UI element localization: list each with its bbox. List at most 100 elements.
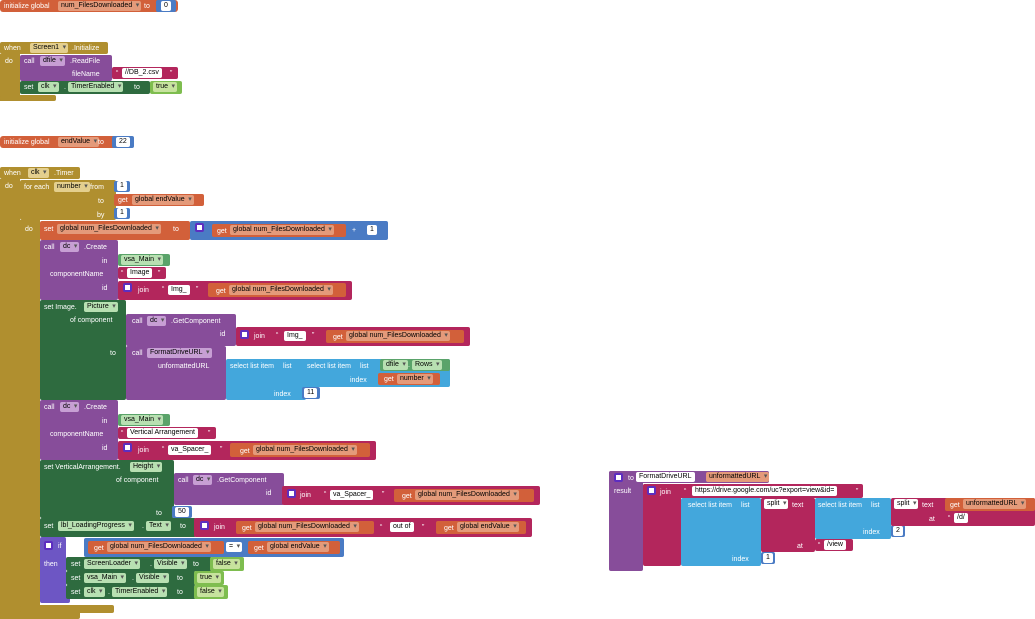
number-value-field[interactable]: 0 [161, 1, 171, 11]
mutator-gear-icon[interactable] [44, 541, 53, 550]
number-dropdown[interactable]: number [397, 374, 433, 384]
equals-operator-dropdown[interactable]: = [226, 542, 243, 552]
global-var-dropdown[interactable]: global num_FilesDownloaded [57, 224, 161, 234]
timer-enabled-dropdown[interactable]: TimerEnabled [112, 587, 168, 597]
get-label: get [216, 288, 226, 295]
vsa-main-dropdown[interactable]: vsa_Main [121, 415, 163, 425]
picture-dropdown[interactable]: Picture [84, 302, 118, 312]
timer-enabled-dropdown[interactable]: TimerEnabled [68, 82, 124, 92]
true-dropdown[interactable]: true [153, 82, 178, 92]
global-var-dropdown[interactable]: global num_FilesDownloaded [253, 445, 357, 455]
filename-text-field[interactable]: //DB_2.csv [122, 68, 162, 78]
select-list-item-block[interactable] [815, 498, 891, 539]
vsa-main-dropdown[interactable]: vsa_Main [121, 255, 163, 265]
false-dropdown[interactable]: false [197, 587, 224, 597]
mutator-gear-icon[interactable] [614, 473, 623, 482]
select-list-item-block[interactable] [681, 498, 761, 566]
mutator-gear-icon[interactable] [287, 489, 296, 498]
clk-dropdown[interactable]: clk [38, 82, 59, 92]
id-label: id [220, 331, 226, 338]
out-of-text-field[interactable]: out of [390, 522, 414, 532]
false-dropdown[interactable]: false [213, 559, 240, 569]
image-text-field[interactable]: Image [127, 268, 153, 278]
vsa-main-dropdown[interactable]: vsa_Main [84, 573, 126, 583]
global-var-dropdown[interactable]: global num_FilesDownloaded [229, 285, 333, 295]
img-prefix-field[interactable]: Img_ [168, 285, 190, 295]
clk-dropdown[interactable]: clk [84, 587, 105, 597]
va-prefix-field[interactable]: va_Spacer_ [330, 490, 374, 500]
endvalue-dropdown[interactable]: global endValue [132, 195, 194, 205]
index-value-field[interactable]: 11 [304, 388, 318, 398]
endvalue-dropdown[interactable]: global endValue [457, 522, 519, 532]
mutator-gear-icon[interactable] [195, 223, 204, 232]
index-value-field[interactable]: 1 [763, 553, 773, 563]
to-label: to [98, 139, 104, 146]
split-view-text-field[interactable]: /view [824, 540, 846, 550]
call-label: call [44, 244, 55, 251]
dfile-dropdown[interactable]: dfile [40, 56, 65, 66]
loop-var-field[interactable]: number [54, 182, 90, 192]
call-getcomponent-block[interactable] [126, 314, 236, 346]
global-var-dropdown[interactable]: global num_FilesDownloaded [415, 490, 519, 500]
select-list-item-block[interactable] [226, 359, 306, 400]
screen-dropdown[interactable]: Screen1 [30, 43, 69, 53]
dfile-dropdown[interactable]: dfile [383, 360, 408, 370]
url-text-field[interactable]: https://drive.google.com/uc?export=view&… [692, 486, 838, 496]
global-var-dropdown[interactable]: global num_FilesDownloaded [107, 542, 211, 552]
true-dropdown[interactable]: true [197, 573, 222, 583]
dc-dropdown[interactable]: dc [60, 242, 80, 252]
mutator-gear-icon[interactable] [200, 521, 209, 530]
endvalue-dropdown[interactable]: global endValue [267, 542, 329, 552]
quote-open: “ [162, 286, 165, 293]
set-image-picture-block[interactable] [40, 300, 126, 400]
dc-dropdown[interactable]: dc [193, 475, 213, 485]
mutator-gear-icon[interactable] [647, 486, 656, 495]
screenloader-dropdown[interactable]: ScreenLoader [84, 559, 140, 569]
procedure-dropdown[interactable]: FormatDriveURL [147, 348, 212, 358]
va-prefix-field[interactable]: va_Spacer_ [168, 445, 212, 455]
quote-close: ” [220, 446, 223, 453]
if-footer [40, 597, 70, 603]
label-dropdown[interactable]: lbl_LoadingProgress [58, 521, 134, 531]
global-var-dropdown[interactable]: global num_FilesDownloaded [255, 522, 359, 532]
id-label: id [266, 490, 272, 497]
quote-open: “ [380, 524, 383, 531]
height-value-field[interactable]: 50 [175, 507, 189, 517]
height-dropdown[interactable]: Height [130, 462, 163, 472]
from-value-field[interactable]: 1 [117, 181, 127, 191]
call-readfile-block[interactable] [20, 55, 112, 81]
rows-dropdown[interactable]: Rows [412, 360, 442, 370]
mutator-gear-icon[interactable] [240, 330, 249, 339]
get-label: get [950, 502, 960, 509]
visible-dropdown[interactable]: Visible [136, 573, 169, 583]
va-text-field[interactable]: Vertical Arrangement [127, 428, 198, 438]
global-var-name-field[interactable]: num_FilesDownloaded [58, 1, 142, 11]
text-prop-dropdown[interactable]: Text [146, 521, 171, 531]
of-component-label: of component [116, 477, 159, 484]
split-d-text-field[interactable]: /d/ [954, 513, 968, 523]
index-value-field[interactable]: 2 [893, 526, 903, 536]
by-value-field[interactable]: 1 [117, 208, 127, 218]
split-dropdown[interactable]: split [764, 499, 789, 509]
mutator-gear-icon[interactable] [123, 283, 132, 292]
img-prefix-field[interactable]: Img_ [284, 331, 306, 341]
get-label: get [333, 334, 343, 341]
dc-dropdown[interactable]: dc [60, 402, 80, 412]
index-label: index [274, 391, 291, 398]
param-field[interactable]: unformattedURL [706, 472, 770, 482]
procedure-result-block[interactable] [609, 471, 643, 571]
split-dropdown[interactable]: split [894, 499, 919, 509]
global-var-dropdown[interactable]: global num_FilesDownloaded [346, 331, 450, 341]
set-label: set [71, 561, 81, 568]
global-var-name-field[interactable]: endValue [58, 137, 100, 147]
global-var-dropdown[interactable]: global num_FilesDownloaded [230, 225, 334, 235]
visible-dropdown[interactable]: Visible [154, 559, 187, 569]
number-value-field[interactable]: 22 [116, 137, 130, 147]
increment-field[interactable]: 1 [367, 225, 377, 235]
select-list-item-label: select list item [818, 502, 862, 509]
procedure-name-field[interactable]: FormatDriveURL [636, 472, 695, 482]
param-dropdown[interactable]: unformattedURL [963, 499, 1027, 509]
clk-dropdown[interactable]: clk [28, 168, 49, 178]
dc-dropdown[interactable]: dc [147, 316, 167, 326]
mutator-gear-icon[interactable] [123, 443, 132, 452]
